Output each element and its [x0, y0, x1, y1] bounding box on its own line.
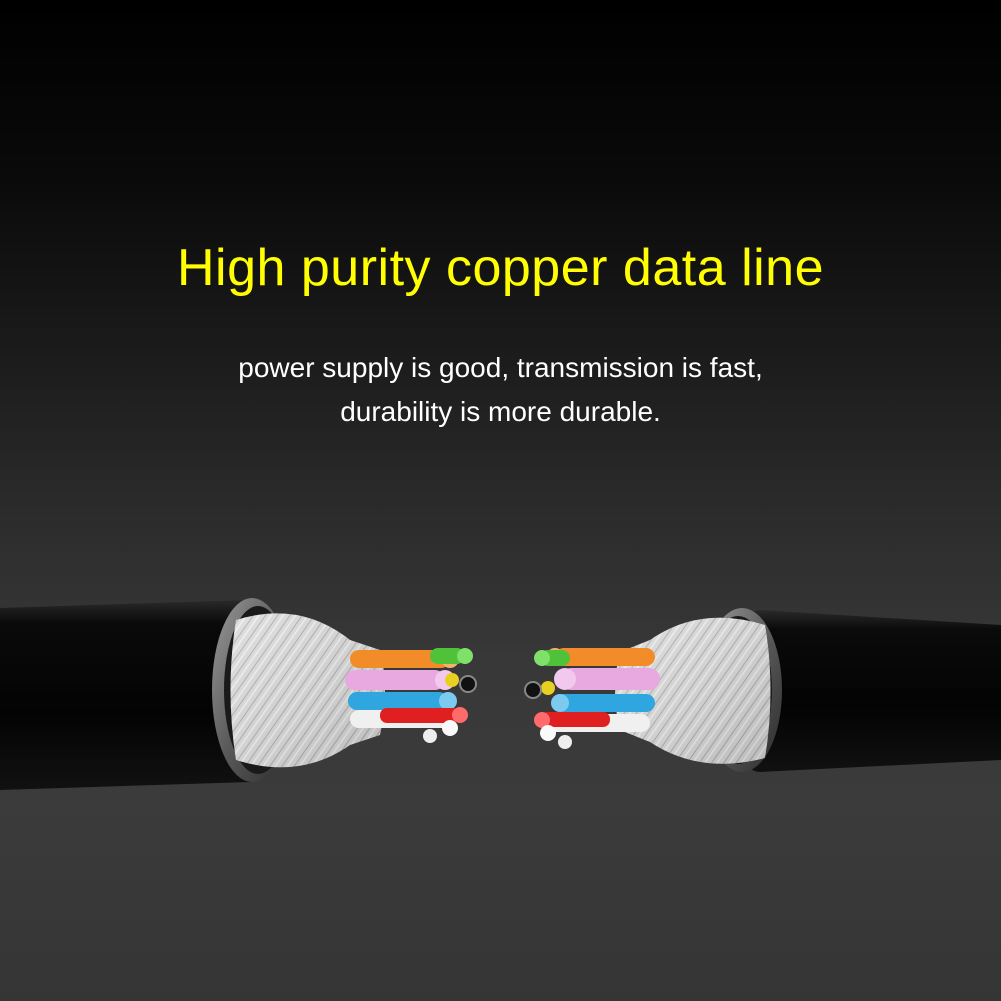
subtext-line-2: durability is more durable.: [340, 396, 661, 427]
right-cable: [615, 608, 1001, 772]
subtext-line-1: power supply is good, transmission is fa…: [238, 352, 763, 383]
right-wires: [524, 648, 660, 749]
headline: High purity copper data line: [176, 239, 825, 297]
left-wires: [345, 648, 477, 743]
subtext: power supply is good, transmission is fa…: [0, 346, 1001, 434]
left-cable: [0, 598, 385, 790]
